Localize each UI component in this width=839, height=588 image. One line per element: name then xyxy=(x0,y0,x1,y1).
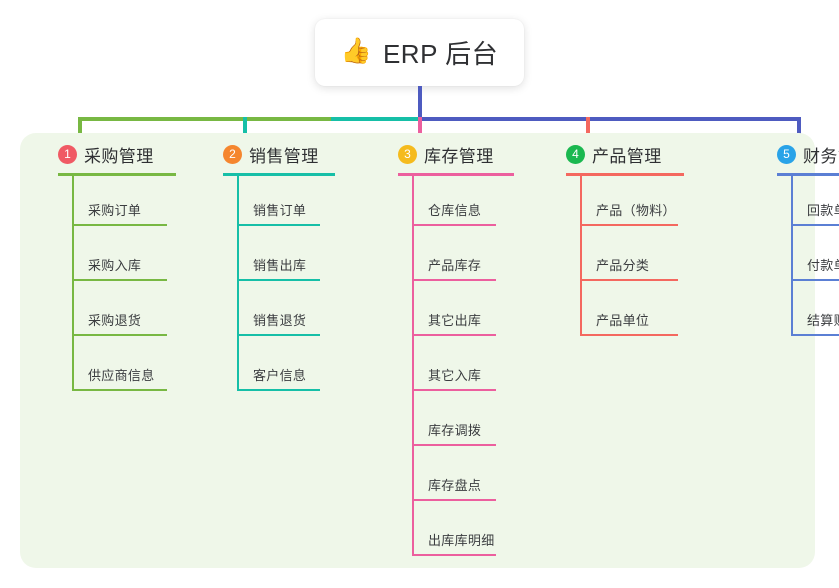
branch-header-5[interactable]: 5 财务管理 xyxy=(777,142,839,167)
branch-header-rule-2 xyxy=(223,173,335,176)
branch-header-rule-5 xyxy=(777,173,839,176)
branch-item-rule xyxy=(412,499,496,501)
branch-item-label: 产品库存 xyxy=(428,258,482,273)
branch-badge-2: 2 xyxy=(223,145,242,164)
branch-item-rule xyxy=(72,334,167,336)
branch-item-label: 出库库明细 xyxy=(428,533,495,548)
root-node-label: ERP 后台 xyxy=(382,39,499,69)
branch-title-5: 财务管理 xyxy=(803,147,839,166)
branch-item-rule xyxy=(237,224,320,226)
branch-item-label: 采购订单 xyxy=(88,203,142,218)
branch-item[interactable]: 产品单位 xyxy=(566,302,684,336)
branch-item-label: 销售订单 xyxy=(253,203,307,218)
branch-item[interactable]: 销售退货 xyxy=(223,302,326,336)
branch-header-4[interactable]: 4 产品管理 xyxy=(566,142,662,167)
branch-item[interactable]: 库存盘点 xyxy=(398,467,502,501)
branch-item-rule xyxy=(791,279,839,281)
connector-bus-green xyxy=(78,117,333,121)
branch-spine-2 xyxy=(237,173,239,391)
branch-item[interactable]: 其它入库 xyxy=(398,357,502,391)
branch-item-rule xyxy=(72,279,167,281)
branches-panel: 1 采购管理采购订单采购入库采购退货供应商信息 2 销售管理销售订单销售出库销售退货客… xyxy=(20,133,839,568)
branch-header-2[interactable]: 2 销售管理 xyxy=(223,142,319,167)
branch-item-label: 付款单 xyxy=(807,258,839,273)
branch-spine-1 xyxy=(72,173,74,391)
branch-item[interactable]: 客户信息 xyxy=(223,357,326,391)
branch-item[interactable]: 产品（物料） xyxy=(566,192,684,226)
branch-item-rule xyxy=(791,224,839,226)
branch-header-rule-4 xyxy=(566,173,684,176)
branch-item-label: 销售出库 xyxy=(253,258,307,273)
branch-badge-5: 5 xyxy=(777,145,796,164)
branch-item-rule xyxy=(412,279,496,281)
branch-item-label: 产品分类 xyxy=(596,258,650,273)
branch-title-1: 采购管理 xyxy=(84,147,154,166)
branch-item[interactable]: 供应商信息 xyxy=(58,357,173,391)
branch-item-label: 仓库信息 xyxy=(428,203,482,218)
branch-item-rule xyxy=(72,389,167,391)
branch-item-rule xyxy=(412,334,496,336)
branch-item-rule xyxy=(412,389,496,391)
branch-item-label: 库存调拨 xyxy=(428,423,482,438)
branch-badge-4: 4 xyxy=(566,145,585,164)
branch-item-rule xyxy=(412,224,496,226)
connector-trunk xyxy=(418,86,422,119)
branch-item-label: 供应商信息 xyxy=(88,368,155,383)
thumbs-up-icon: 👍 xyxy=(340,37,372,65)
branch-item[interactable]: 结算账户 xyxy=(777,302,839,336)
branch-item[interactable]: 出库库明细 xyxy=(398,522,502,556)
branch-item-label: 采购入库 xyxy=(88,258,142,273)
root-node-erp-backend[interactable]: 👍 ERP 后台 xyxy=(315,19,524,86)
connector-bus-blue xyxy=(419,117,801,121)
branch-badge-3: 3 xyxy=(398,145,417,164)
branch-item[interactable]: 回款单 xyxy=(777,192,839,226)
branch-item-rule xyxy=(412,444,496,446)
branch-title-4: 产品管理 xyxy=(592,147,662,166)
branch-item-label: 产品单位 xyxy=(596,313,650,328)
branch-item-rule xyxy=(580,279,678,281)
branch-title-2: 销售管理 xyxy=(249,147,319,166)
branch-item[interactable]: 采购订单 xyxy=(58,192,173,226)
branch-item[interactable]: 采购退货 xyxy=(58,302,173,336)
branch-item-rule xyxy=(580,224,678,226)
branch-item[interactable]: 销售出库 xyxy=(223,247,326,281)
branch-item-label: 库存盘点 xyxy=(428,478,482,493)
branch-header-rule-1 xyxy=(58,173,176,176)
branch-item-rule xyxy=(237,389,320,391)
branch-header-rule-3 xyxy=(398,173,514,176)
branch-item-rule xyxy=(72,224,167,226)
branch-item-rule xyxy=(237,334,320,336)
branch-item[interactable]: 付款单 xyxy=(777,247,839,281)
branch-item[interactable]: 销售订单 xyxy=(223,192,326,226)
branch-spine-5 xyxy=(791,173,793,336)
branch-item-label: 其它入库 xyxy=(428,368,482,383)
branch-item[interactable]: 库存调拨 xyxy=(398,412,502,446)
branch-spine-3 xyxy=(412,173,414,556)
branch-spine-4 xyxy=(580,173,582,336)
branch-header-3[interactable]: 3 库存管理 xyxy=(398,142,494,167)
branch-item[interactable]: 其它出库 xyxy=(398,302,502,336)
branch-item-label: 结算账户 xyxy=(807,313,839,328)
branch-header-1[interactable]: 1 采购管理 xyxy=(58,142,154,167)
branch-item-label: 其它出库 xyxy=(428,313,482,328)
branch-item[interactable]: 仓库信息 xyxy=(398,192,502,226)
branch-item-rule xyxy=(412,554,496,556)
branch-item[interactable]: 采购入库 xyxy=(58,247,173,281)
branch-item-rule xyxy=(237,279,320,281)
branch-badge-1: 1 xyxy=(58,145,77,164)
branch-item-rule xyxy=(791,334,839,336)
branch-title-3: 库存管理 xyxy=(424,147,494,166)
branch-item-label: 采购退货 xyxy=(88,313,142,328)
branch-item-label: 客户信息 xyxy=(253,368,307,383)
branch-item-label: 产品（物料） xyxy=(596,203,676,218)
branch-item-label: 销售退货 xyxy=(253,313,307,328)
branch-item[interactable]: 产品分类 xyxy=(566,247,684,281)
branch-item-rule xyxy=(580,334,678,336)
branch-item-label: 回款单 xyxy=(807,203,839,218)
branch-item[interactable]: 产品库存 xyxy=(398,247,502,281)
